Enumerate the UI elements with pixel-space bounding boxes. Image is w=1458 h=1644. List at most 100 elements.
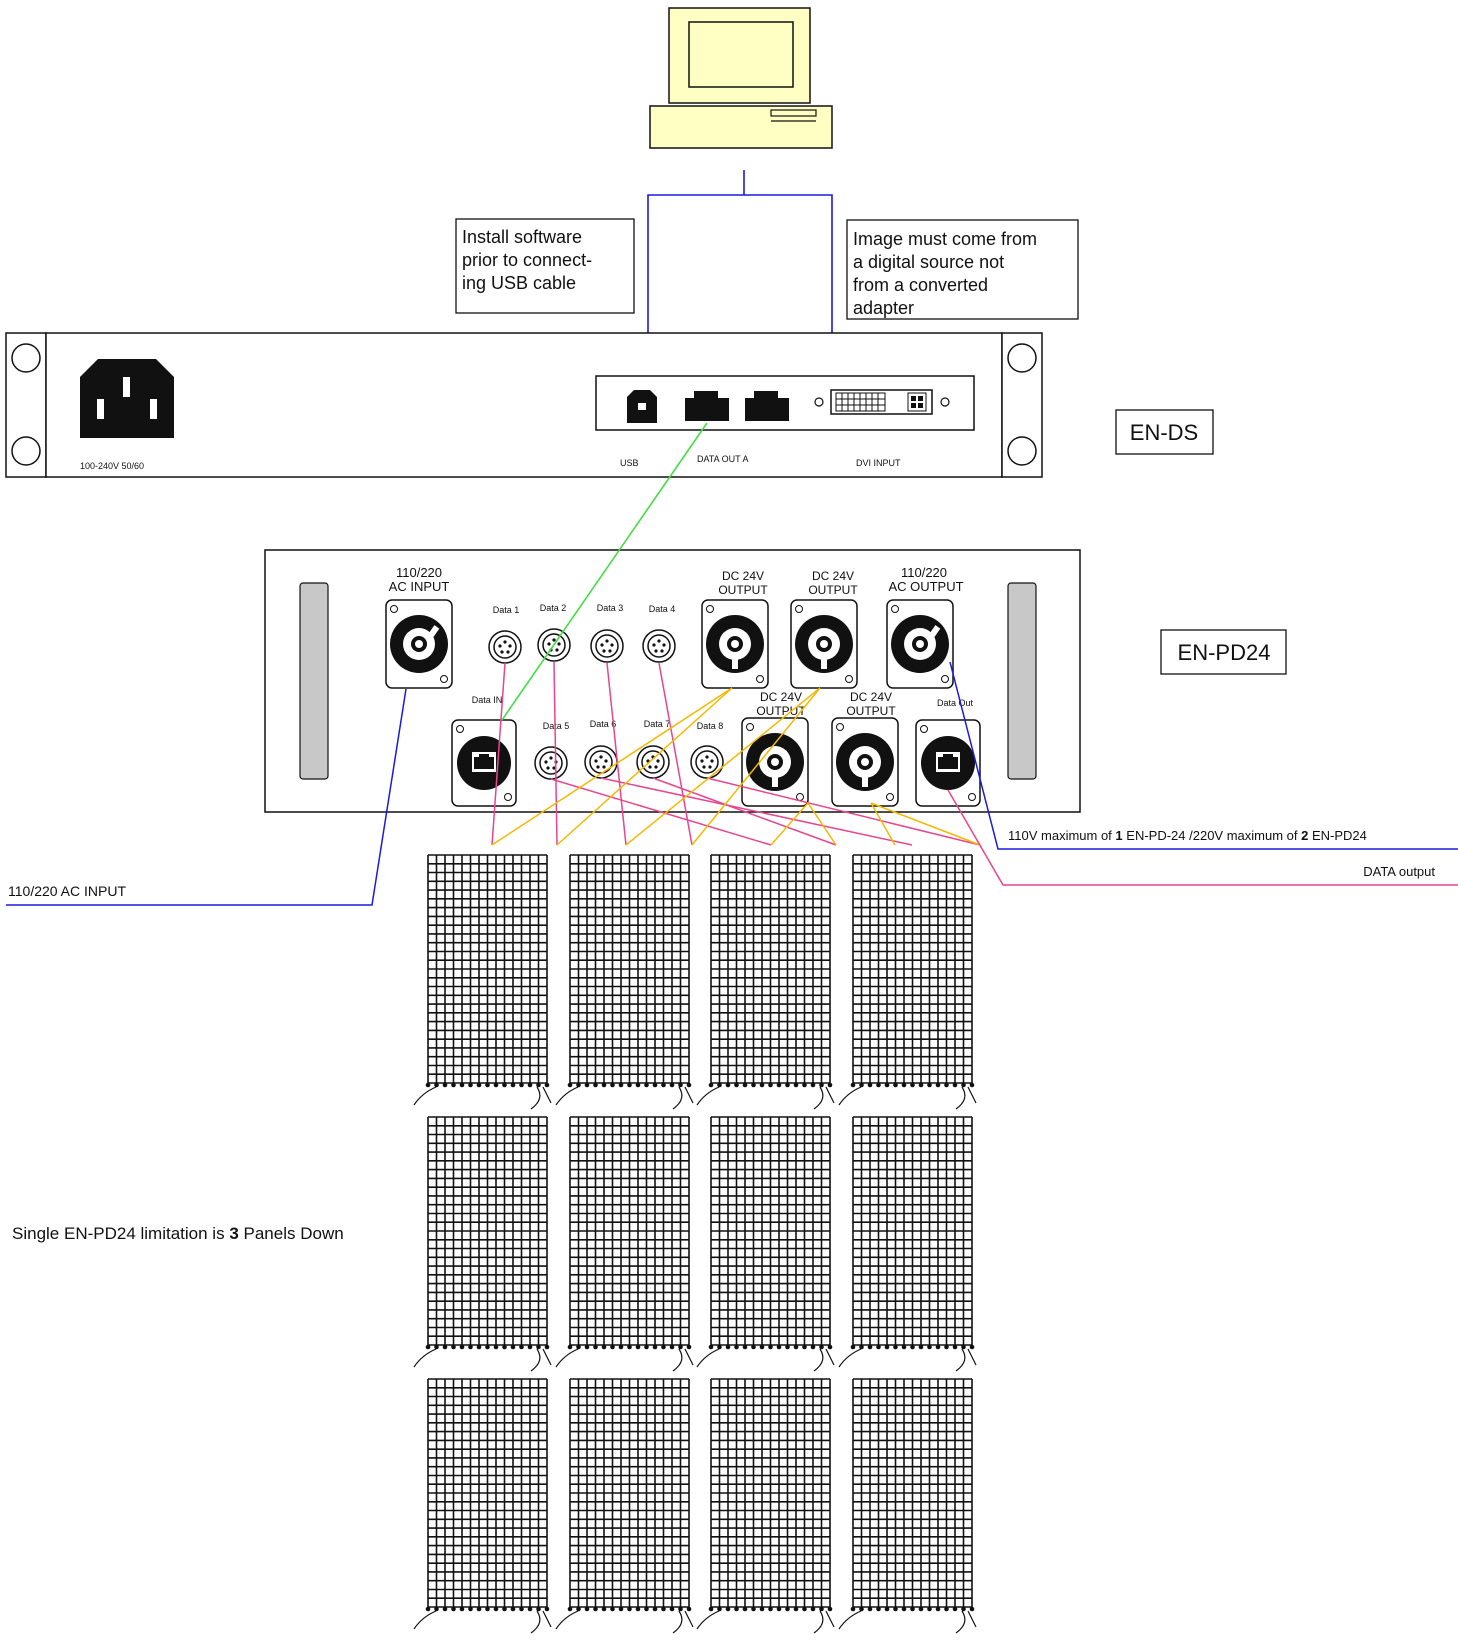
ac-input-connector-icon — [385, 599, 453, 689]
panel-limitation-callout: Single EN-PD24 limitation is 3 Panels Do… — [12, 1224, 344, 1243]
data-port-label: Data 3 — [597, 603, 624, 613]
data-port-label: Data 2 — [540, 603, 567, 613]
ac-output-label: 110/220 — [901, 565, 947, 580]
data-in-label: Data IN — [472, 695, 503, 705]
en-pd24-name-box: EN-PD24 — [1160, 629, 1287, 675]
data-out-a-label: DATA OUT A — [697, 454, 749, 464]
power-max-callout: 110V maximum of 1 EN-PD-24 /220V maximum… — [1008, 828, 1367, 843]
ac-input-label: 110/220 — [396, 565, 442, 580]
dc-output-label: DC 24V — [812, 569, 854, 583]
svg-text:OUTPUT: OUTPUT — [718, 583, 768, 597]
svg-text:adapter: adapter — [853, 298, 914, 318]
svg-text:EN-PD24: EN-PD24 — [1178, 640, 1271, 665]
svg-text:a digital source not: a digital source not — [853, 252, 1004, 272]
svg-text:OUTPUT: OUTPUT — [808, 583, 858, 597]
dc-output-connector-icon — [831, 717, 899, 807]
led-panel — [838, 854, 977, 1110]
dc-power-cable — [870, 802, 896, 846]
iec-power-inlet-icon — [80, 359, 174, 438]
ac-output-connector-icon — [886, 599, 954, 689]
svg-text:OUTPUT: OUTPUT — [756, 704, 806, 718]
led-panel — [838, 1116, 977, 1372]
led-panel — [555, 1116, 694, 1372]
led-panel — [555, 854, 694, 1110]
led-panel — [413, 854, 552, 1110]
led-panel — [413, 1116, 552, 1372]
usb-port-icon — [627, 390, 657, 423]
data-out-connector-icon — [915, 719, 981, 807]
data-cable — [706, 777, 981, 846]
data-cable — [658, 662, 693, 846]
data-in-connector-icon — [451, 719, 517, 807]
usb-dvi-cables — [647, 170, 833, 399]
dc-power-cable — [691, 687, 821, 846]
ac-input-cable — [6, 688, 407, 906]
data-port-icon — [488, 630, 522, 664]
data-port-label: Data 4 — [649, 604, 676, 614]
svg-text:ing USB cable: ing USB cable — [462, 273, 576, 293]
data-port-icon — [590, 629, 624, 663]
led-panel — [696, 1378, 835, 1634]
data-out-label: Data Out — [937, 698, 974, 708]
data-output-cable — [947, 789, 1458, 886]
computer-icon — [649, 7, 833, 149]
data-cable — [491, 662, 506, 846]
power-rating-label: 100-240V 50/60 — [80, 461, 144, 471]
dc-output-connector-icon — [790, 599, 858, 689]
data-cable — [600, 777, 913, 846]
data-port-label: Data 7 — [644, 719, 671, 729]
rj45-port-icon — [685, 391, 729, 421]
en-ds-unit: 100-240V 50/60 USB — [5, 332, 1043, 478]
usb-label: USB — [620, 458, 639, 468]
dc-power-cable — [807, 802, 837, 846]
data-output-callout: DATA output — [1363, 864, 1435, 879]
dc-output-connector-icon — [741, 717, 809, 807]
data-cable — [553, 661, 558, 846]
rj45-port-icon — [745, 391, 789, 421]
data-port-label: Data 5 — [543, 721, 570, 731]
led-panel-array — [413, 854, 977, 1634]
dvi-port-icon — [814, 389, 950, 415]
led-panel — [555, 1378, 694, 1634]
led-panel — [696, 854, 835, 1110]
dc-output-label: DC 24V — [722, 569, 764, 583]
usb-note: Install software prior to connect- ing U… — [455, 218, 635, 314]
svg-text:OUTPUT: OUTPUT — [846, 704, 896, 718]
data-cable — [606, 662, 627, 846]
svg-text:AC OUTPUT: AC OUTPUT — [888, 579, 963, 594]
data-port-label: Data 6 — [590, 719, 617, 729]
dc-power-cable — [870, 802, 981, 846]
dc-output-label: DC 24V — [760, 690, 802, 704]
data-cable — [652, 777, 837, 846]
data-port-label: Data 1 — [493, 605, 520, 615]
en-ds-name-box: EN-DS — [1115, 409, 1214, 455]
dc-power-cable — [625, 687, 821, 846]
data-port-icon — [636, 745, 670, 779]
led-panel — [838, 1378, 977, 1634]
dvi-input-label: DVI INPUT — [856, 458, 901, 468]
data-cable — [550, 778, 772, 846]
data-port-icon — [642, 629, 676, 663]
led-panel — [413, 1378, 552, 1634]
dvi-note: Image must come from a digital source no… — [846, 219, 1079, 320]
dc-power-cable — [491, 687, 733, 846]
data-port-icon — [534, 746, 568, 780]
svg-text:Image must come from: Image must come from — [853, 229, 1037, 249]
data-link-cable — [501, 422, 708, 721]
dc-output-label: DC 24V — [850, 690, 892, 704]
data-port-label: Data 8 — [697, 721, 724, 731]
led-panel — [696, 1116, 835, 1372]
svg-text:prior to connect-: prior to connect- — [462, 250, 592, 270]
ac-input-callout: 110/220 AC INPUT — [8, 883, 126, 899]
dc-power-cable — [556, 687, 733, 846]
svg-text:EN-DS: EN-DS — [1130, 420, 1198, 445]
svg-text:AC INPUT: AC INPUT — [389, 579, 450, 594]
dc-power-cable — [770, 802, 809, 846]
svg-text:Install software: Install software — [462, 227, 582, 247]
svg-text:from a converted: from a converted — [853, 275, 988, 295]
dc-output-connector-icon — [701, 599, 769, 689]
en-pd24-unit: 110/220 AC INPUT 110/220 AC OUTPUT DC 24… — [264, 549, 1081, 813]
data-port-icon — [690, 745, 724, 779]
ac-output-cable — [949, 661, 1458, 850]
